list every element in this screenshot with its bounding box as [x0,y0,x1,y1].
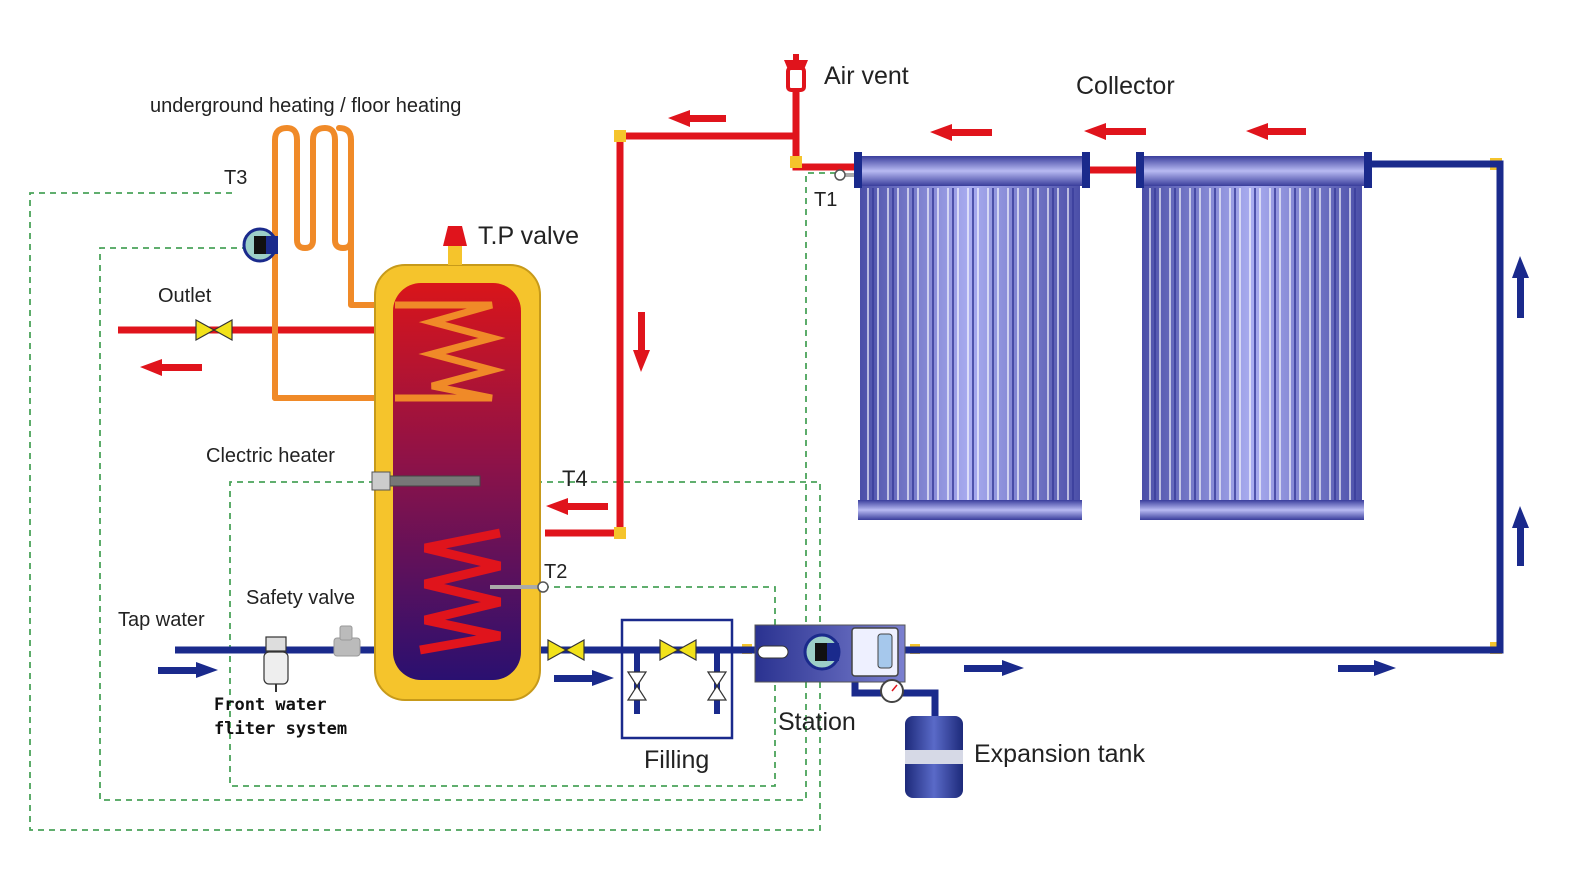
arrow-left-icon [668,110,726,127]
hot-pipe-supply [545,132,796,537]
expansion-tank-label: Expansion tank [974,740,1145,768]
t2-sensor [537,581,549,593]
return-pipe-to-collector [905,160,1504,654]
arrow-left-icon [1084,123,1146,140]
air-vent-label: Air vent [824,62,909,90]
arrow-left-icon [930,124,992,141]
arrow-left-icon [1246,123,1306,140]
t1-label: T1 [814,189,838,211]
arrow-right-icon [158,662,218,678]
collector-label: Collector [1076,72,1175,100]
upper-coil [395,301,506,402]
arrow-right-icon [554,670,614,686]
hot-pipes [118,80,1140,537]
filling-unit [620,618,734,740]
outlet-label: Outlet [158,285,212,307]
floor-pump [242,227,278,263]
air-vent [784,54,808,92]
expansion-tank [905,716,963,798]
station-label: Station [778,708,856,736]
sensor-wires [29,172,840,831]
arrow-up-icon [1512,506,1529,566]
flow-arrows-red [140,110,1306,515]
storage-tank [371,226,549,701]
electric-heater-label: Clectric heater [206,445,335,467]
collector-1 [854,152,1090,520]
arrow-right-icon [964,660,1024,676]
collector-2 [1136,152,1372,520]
arrow-right-icon [1338,660,1396,676]
wire-t3-outer [29,192,821,831]
filling-label: Filling [644,746,710,774]
safety-valve-label: Safety valve [246,587,355,609]
wire-t3-inner [99,172,840,801]
underground-heating-label: underground heating / floor heating [150,95,462,117]
safety-valve [333,625,361,657]
lower-coil [419,528,502,655]
front-water-filter-label-1: Front water [214,695,327,715]
arrow-up-icon [1512,256,1529,318]
arrow-left-icon [546,498,608,515]
flow-arrows-blue [158,256,1529,686]
hot-pipe-to-collector [792,136,862,171]
outlet-valve [195,318,233,342]
tp-valve-label: T.P valve [478,222,579,250]
t3-label: T3 [224,167,248,189]
collector-2-header [1140,156,1368,186]
tap-water-label: Tap water [118,609,205,631]
t2-label: T2 [544,561,568,583]
front-water-filter-label-2: fliter system [214,719,348,739]
pump-station [754,624,906,703]
arrow-down-icon [633,312,650,372]
arrow-left-icon [140,359,202,376]
return-valve [547,638,585,662]
t4-label: T4 [562,466,588,491]
collector-1-header [858,156,1086,186]
tp-valve [443,226,467,246]
collector-2-base [1140,500,1364,520]
front-water-filter [263,636,289,692]
collector-1-base [858,500,1082,520]
